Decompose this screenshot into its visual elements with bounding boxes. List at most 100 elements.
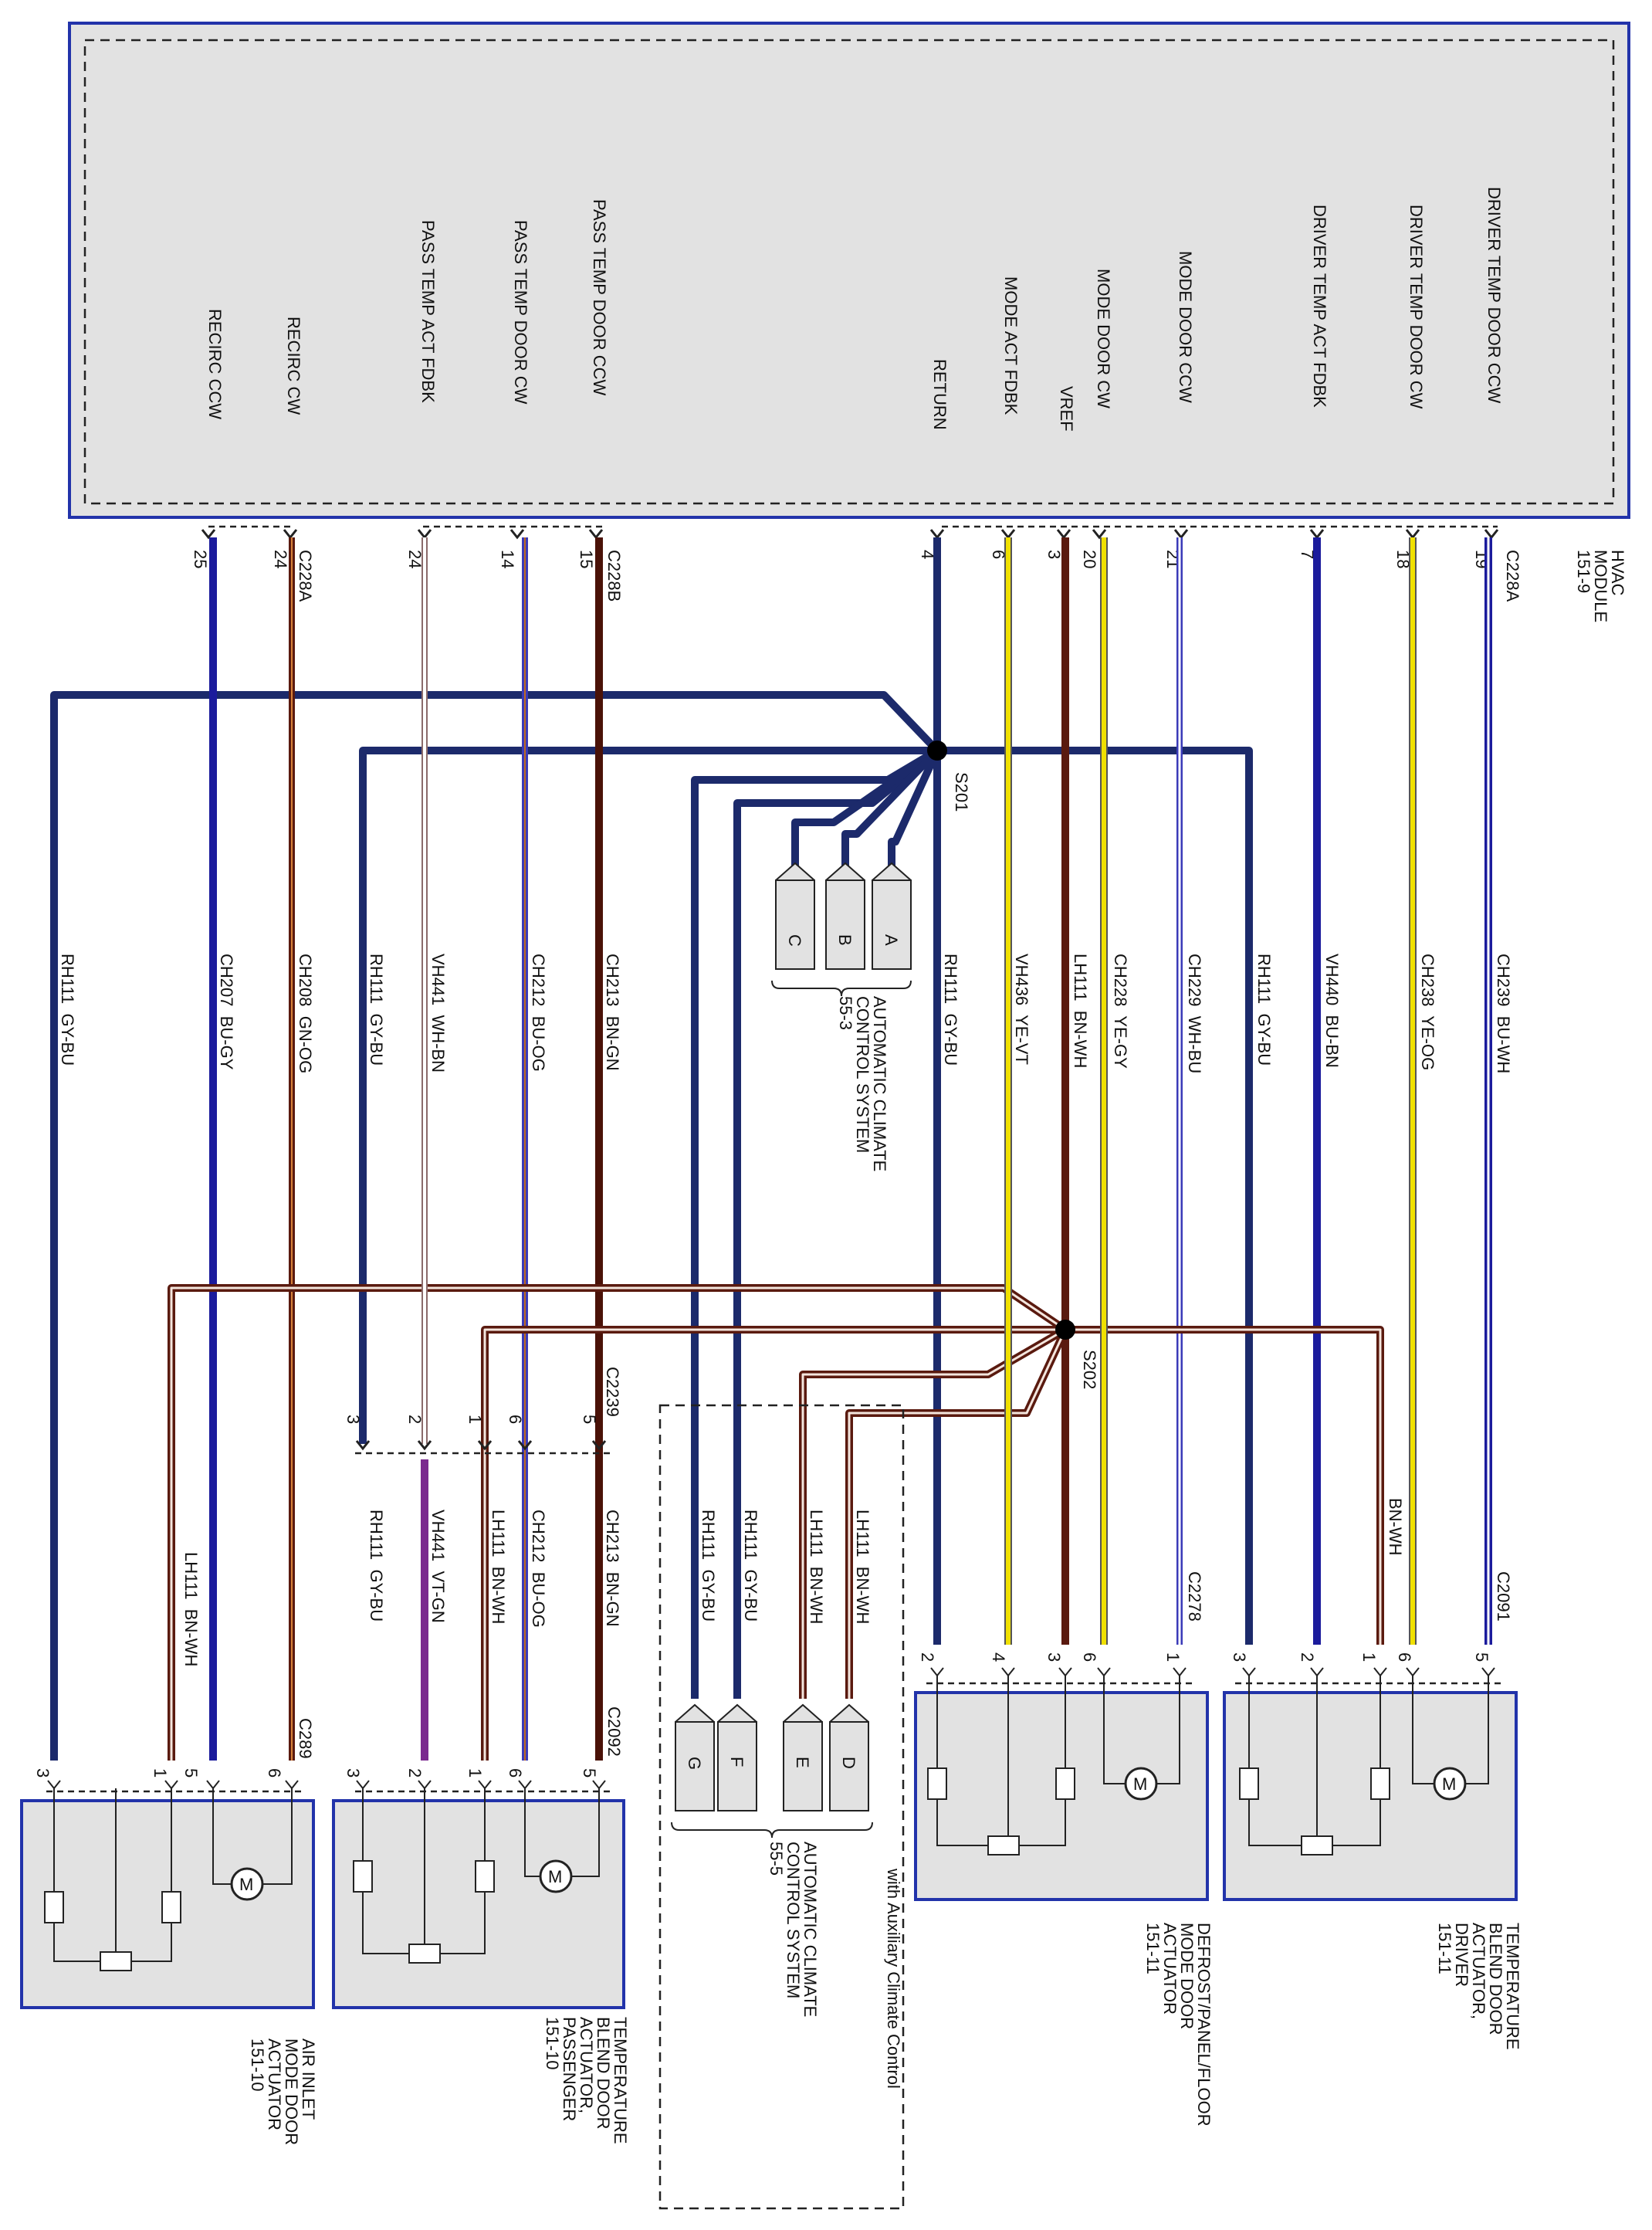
pin-number: 7 — [1298, 550, 1317, 559]
ground-block-d — [829, 1703, 869, 1811]
act-pin: 1 — [465, 1768, 485, 1778]
actuator-mode-door: 2 4 3 6 1 M DEFROST/PANEL/FLOOR MODE DOO… — [914, 1652, 1214, 2127]
wire-lh111-s202-left-c — [170, 1286, 1066, 1761]
hvac-module-box — [68, 22, 1630, 519]
connector-c2092: C2092 — [604, 1706, 624, 1757]
module-pin-numbers: 25 24 24 14 15 4 6 3 20 21 7 18 19 — [191, 550, 1491, 568]
motor-icon — [230, 1867, 264, 1901]
act-caption: TEMPERATURE — [1503, 1923, 1522, 2050]
connector-c2239: C2239 3 2 1 6 5 — [344, 1367, 622, 1455]
pin-chevron — [1092, 529, 1107, 540]
pin-number: 24 — [271, 550, 290, 568]
resistor-icon — [987, 1835, 1020, 1856]
pin-chevron — [283, 529, 298, 540]
c2239-pin: 3 — [344, 1415, 363, 1424]
system-a-line2: CONTROL SYSTEM — [853, 996, 872, 1153]
system-b-ref: 55-5 — [767, 1842, 786, 1876]
act-circuit — [936, 1676, 1066, 1846]
wire-label: CH212 BU-OG — [529, 1510, 548, 1628]
wire-label: LH111 BN-WH — [489, 1510, 508, 1624]
wire-label: VH436 YE-VT — [1012, 954, 1031, 1065]
system-b-line2: CONTROL SYSTEM — [784, 1842, 803, 1998]
act-caption: ACTUATOR, — [1469, 1923, 1488, 2019]
act-pin: 1 — [151, 1768, 170, 1778]
pin-chevron — [1310, 1667, 1324, 1677]
act-motor-wires — [1412, 1676, 1489, 1784]
wire-lh111-gd — [845, 1327, 1069, 1699]
wire-lh111-ge-c — [801, 1328, 1066, 1699]
ground-block-e-label: E — [793, 1757, 812, 1768]
act-caption: ACTUATOR — [1160, 1923, 1180, 2015]
act-pin: 1 — [1163, 1652, 1183, 1662]
c2239-pin: 6 — [506, 1415, 525, 1424]
act-caption: DEFROST/PANEL/FLOOR — [1194, 1923, 1214, 2127]
act-circuit — [1248, 1676, 1381, 1846]
act-motor-wires — [1103, 1676, 1180, 1784]
wire-labels-upper: RH111 GY-BU CH207 BU-GY CH208 GN-OG RH11… — [58, 954, 1513, 1073]
resistor-icon — [1239, 1767, 1259, 1800]
actuator-air-inlet: 3 1 5 6 M AIR INLET MODE DOOR ACTUATOR 1… — [20, 1768, 318, 2145]
c2239-pin: 5 — [580, 1415, 599, 1424]
module-pin-chevrons — [201, 529, 1499, 540]
pin-chevron — [164, 1780, 178, 1790]
act-caption: 151-10 — [248, 2039, 267, 2092]
connector-c2278: C2278 — [1185, 1571, 1204, 1622]
act-caption: MODE DOOR — [282, 2039, 301, 2145]
act-motor-wires — [524, 1788, 600, 1877]
aux-dashed-box — [658, 1404, 905, 2210]
wire-label: RH111 GY-BU — [699, 1510, 718, 1622]
wire-label: VH441 WH-BN — [428, 954, 448, 1073]
signal-label: DRIVER TEMP ACT FDBK — [1310, 205, 1329, 408]
pin-chevron — [1405, 529, 1420, 540]
resistor-icon — [161, 1891, 181, 1923]
wire-lh111-s202-right-c — [1065, 1328, 1382, 1645]
pin-number: 6 — [989, 550, 1008, 559]
pin-number: 25 — [191, 550, 210, 568]
ground-block-f-label: F — [727, 1757, 746, 1767]
pin-chevron — [1056, 529, 1071, 540]
signal-label: VREF — [1057, 386, 1076, 432]
signal-label: MODE DOOR CCW — [1176, 251, 1195, 403]
act-caption: 151-11 — [1435, 1923, 1454, 1974]
act-pin: 3 — [33, 1768, 52, 1778]
motor-icon — [1433, 1767, 1467, 1801]
act-pin: 2 — [1298, 1652, 1317, 1662]
module-name-line2: MODULE — [1591, 550, 1610, 622]
wire-label: RH111 GY-BU — [58, 954, 77, 1066]
act-caption: PASSENGER — [560, 2017, 579, 2121]
pin-chevron — [1481, 1667, 1495, 1677]
act-pin: 5 — [1472, 1652, 1491, 1662]
module-signal-labels: RECIRC CCW RECIRC CW PASS TEMP ACT FDBK … — [205, 187, 1504, 432]
motor-m: M — [239, 1875, 253, 1894]
connector-c289: C289 — [296, 1718, 315, 1759]
wire-label: LH111 BN-WH — [853, 1510, 872, 1624]
ground-block-a-label: A — [882, 934, 901, 946]
module-name-line1: HVAC — [1608, 550, 1627, 596]
motor-icon — [1124, 1767, 1158, 1801]
act-pin: 2 — [918, 1652, 937, 1662]
act-pin: 5 — [181, 1768, 201, 1778]
motor-m: M — [548, 1867, 562, 1886]
connector-c2091: C2091 — [1494, 1571, 1513, 1622]
connector-c228a-left: C228A — [296, 550, 315, 602]
act-pin: 6 — [265, 1768, 284, 1778]
pin-chevron — [477, 1440, 493, 1451]
act-pin: 6 — [1080, 1652, 1099, 1662]
wire-lh111-gd-c — [848, 1329, 1067, 1699]
resistor-icon — [408, 1944, 441, 1964]
wire-return-left — [50, 691, 940, 1761]
act-caption: DRIVER — [1452, 1923, 1471, 1987]
system-b-note: with Auxiliary Climate Control — [884, 1868, 903, 2089]
pin-chevron — [417, 1440, 432, 1451]
wire-label: CH208 GN-OG — [296, 954, 315, 1073]
signal-label: RECIRC CCW — [205, 309, 225, 419]
ground-block-c-label: C — [785, 934, 804, 947]
wire-label: CH229 WH-BU — [1185, 954, 1204, 1073]
ground-block-d-label: D — [839, 1757, 858, 1769]
brace-55-3 — [771, 980, 912, 997]
wire-label: RH111 GY-BU — [941, 954, 960, 1066]
pin-chevron — [1000, 529, 1016, 540]
pin-chevron — [930, 1667, 944, 1677]
pin-chevron — [1373, 1667, 1387, 1677]
actuator-driver: 3 2 1 6 5 M TEMPERATURE BLEND DOOR ACTUA… — [1223, 1652, 1522, 2050]
